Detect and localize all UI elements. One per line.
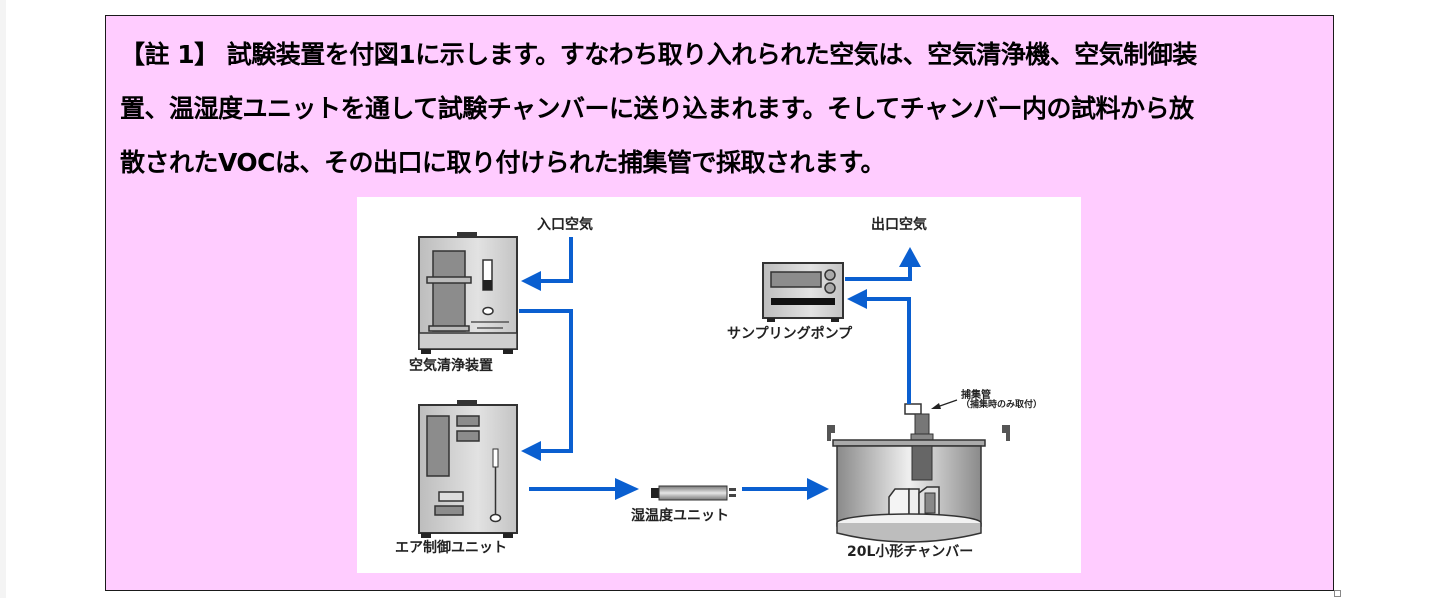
outlet-air-label: 出口空気 [871,217,927,233]
humidity-unit-label: 湿温度ユニット [631,508,729,524]
note-line: 置、温湿度ユニットを通して試験チャンバーに送り込まれます。そしてチャンバー内の試… [120,94,1194,123]
resize-handle[interactable] [1334,590,1341,597]
collection-tube-label: 捕集管 [961,390,991,401]
chamber-icon [827,403,1010,543]
air-control-unit-icon [418,400,518,538]
flow-arrows [519,237,921,500]
sampling-pump-icon [762,262,844,322]
apparatus-diagram [418,232,1010,543]
sampling-pump-label: サンプリングポンプ [727,326,853,342]
chamber-label: 20L小形チャンバー [847,544,974,560]
note-line: 【註 1】 試験装置を付図1に示します。すなわち取り入れられた空気は、空気清浄機… [120,40,1197,69]
air-control-unit-label: エア制御ユニット [395,540,507,556]
test-apparatus-figure: 入口空気 出口空気 空気清浄装置 サンプリングポンプ エア制御ユニット 湿温度ユ… [357,197,1081,573]
air-purifier-label: 空気清浄装置 [409,358,493,374]
collection-tube-pointer [931,399,958,409]
collection-tube-note: （捕集時のみ取付） [961,400,1043,410]
inlet-air-label: 入口空気 [537,217,593,233]
note-paragraph: 【註 1】 試験装置を付図1に示します。すなわち取り入れられた空気は、空気清浄機… [120,28,1320,190]
page-gutter [0,0,6,598]
note-box: 【註 1】 試験装置を付図1に示します。すなわち取り入れられた空気は、空気清浄機… [105,15,1334,591]
air-purifier-icon [418,232,518,354]
note-line: 散されたVOCは、その出口に取り付けられた捕集管で採取されます。 [120,148,886,177]
humidity-unit-icon [651,485,736,501]
